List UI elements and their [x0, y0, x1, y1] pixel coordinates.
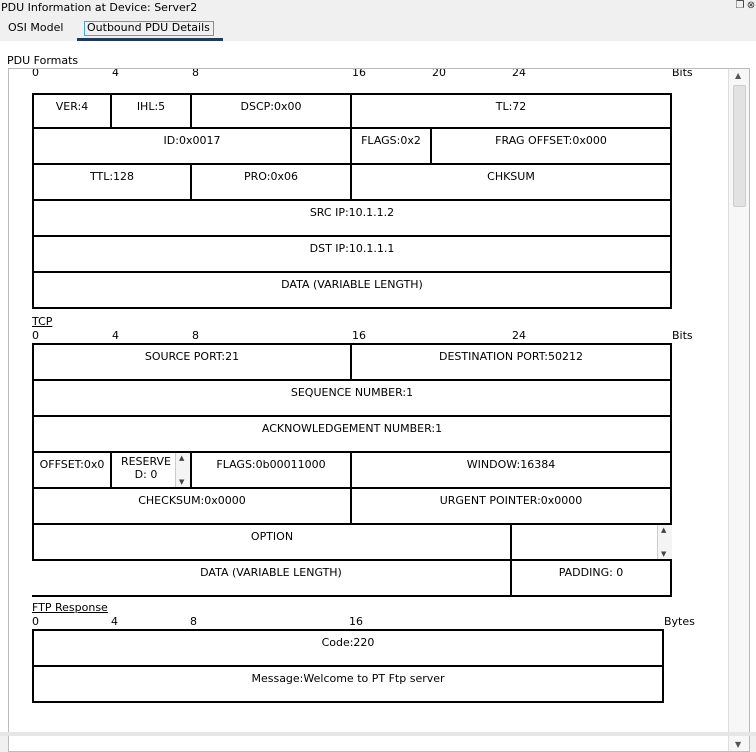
close-window-icon[interactable]: ⊗ [746, 0, 756, 11]
pdu-formats-scroll-area[interactable]: 0 4 8 16 20 24 Bits VER:4 IHL:5 DSCP:0x0… [8, 68, 750, 752]
ruler-tick: 20 [432, 69, 446, 79]
tcp-flags-field: FLAGS:0b00011000 [190, 451, 352, 489]
pdu-formats-title: PDU Formats [7, 54, 79, 67]
tcp-reserved-line2: D: 0 [134, 468, 158, 481]
ruler-tick: 0 [32, 615, 39, 628]
scroll-up-icon[interactable]: ▲ [179, 454, 185, 462]
tab-osi-model[interactable]: OSI Model [8, 18, 63, 38]
tcp-offset-field: OFFSET:0x0 [32, 451, 112, 489]
tcp-reserved-text: RESERVE D: 0 [114, 455, 178, 481]
tcp-option-field: OPTION [32, 523, 512, 561]
ip-dscp-field: DSCP:0x00 [190, 93, 352, 129]
ftp-message-field: Message:Welcome to PT Ftp server [32, 665, 664, 703]
title-bar: PDU Information at Device: Server2 ❐ ⊗ [0, 0, 756, 15]
ruler-unit: Bits [672, 329, 693, 342]
ip-protocol-field: PRO:0x06 [190, 163, 352, 201]
ruler-tick: 16 [352, 69, 366, 79]
ftp-section-label: FTP Response [32, 601, 108, 614]
ip-version-field: VER:4 [32, 93, 112, 129]
ruler-unit: Bits [672, 69, 693, 79]
ip-ihl-field: IHL:5 [110, 93, 192, 129]
restore-window-icon[interactable]: ❐ [735, 0, 745, 11]
ruler-tick: 0 [32, 329, 39, 342]
tcp-sequence-number-field: SEQUENCE NUMBER:1 [32, 379, 672, 417]
ruler-tick: 0 [32, 69, 39, 79]
tab-outbound-pdu-details-label: Outbound PDU Details [84, 21, 214, 36]
tab-osi-model-label: OSI Model [8, 21, 64, 34]
tcp-source-port-field: SOURCE PORT:21 [32, 343, 352, 381]
scroll-up-icon[interactable]: ▲ [661, 526, 667, 534]
ip-id-field: ID:0x0017 [32, 127, 352, 165]
ip-src-field: SRC IP:10.1.1.2 [32, 199, 672, 237]
tcp-reserved-field[interactable]: RESERVE D: 0 ▲ ▼ [110, 451, 192, 489]
selected-tab-indicator [77, 38, 223, 41]
pdu-formats-content: 0 4 8 16 20 24 Bits VER:4 IHL:5 DSCP:0x0… [9, 69, 721, 751]
tcp-reserved-scrollbar[interactable]: ▲ ▼ [175, 453, 190, 487]
ruler-tick: 16 [352, 329, 366, 342]
scroll-down-icon[interactable]: ▼ [661, 550, 667, 558]
ruler-tick: 4 [112, 329, 119, 342]
scroll-down-icon[interactable]: ▼ [735, 740, 742, 749]
tcp-checksum-field: CHECKSUM:0x0000 [32, 487, 352, 525]
ip-bit-ruler: 0 4 8 16 20 24 Bits [32, 69, 702, 79]
ip-frag-offset-field: FRAG OFFSET:0x000 [430, 127, 672, 165]
vertical-scrollbar[interactable]: ▲ ▼ [728, 69, 749, 751]
tcp-section-label: TCP [32, 315, 53, 328]
scrollbar-thumb[interactable] [733, 85, 746, 207]
ftp-byte-ruler: 0 4 8 16 Bytes [32, 615, 702, 628]
ruler-tick: 16 [349, 615, 363, 628]
ip-data-field: DATA (VARIABLE LENGTH) [32, 271, 672, 309]
tcp-ack-number-field: ACKNOWLEDGEMENT NUMBER:1 [32, 415, 672, 453]
window-title: PDU Information at Device: Server2 [1, 1, 198, 14]
tcp-option-extra-field[interactable]: ▲ ▼ [510, 523, 672, 561]
tcp-data-field: DATA (VARIABLE LENGTH) [32, 559, 512, 597]
ruler-tick: 4 [111, 615, 118, 628]
tcp-padding-field: PADDING: 0 [510, 559, 672, 597]
ruler-tick: 8 [192, 69, 199, 79]
tcp-reserved-line1: RESERVE [120, 455, 172, 468]
ip-ttl-field: TTL:128 [32, 163, 192, 201]
ruler-tick: 24 [512, 69, 526, 79]
scroll-up-icon[interactable]: ▲ [735, 71, 742, 80]
ruler-tick: 4 [112, 69, 119, 79]
tcp-option-scrollbar[interactable]: ▲ ▼ [657, 525, 672, 559]
ip-flags-field: FLAGS:0x2 [350, 127, 432, 165]
ip-dst-field: DST IP:10.1.1.1 [32, 235, 672, 273]
ruler-tick: 8 [190, 615, 197, 628]
ftp-code-field: Code:220 [32, 629, 664, 667]
tab-bar: OSI Model Outbound PDU Details [0, 18, 756, 41]
ip-total-length-field: TL:72 [350, 93, 672, 129]
ruler-unit: Bytes [664, 615, 695, 628]
ruler-tick: 24 [512, 329, 526, 342]
tcp-bit-ruler: 0 4 8 16 24 Bits [32, 329, 702, 342]
scroll-down-icon[interactable]: ▼ [179, 478, 185, 486]
tcp-destination-port-field: DESTINATION PORT:50212 [350, 343, 672, 381]
window-bottom-edge [0, 732, 756, 736]
ruler-tick: 8 [192, 329, 199, 342]
tab-outbound-pdu-details[interactable]: Outbound PDU Details [77, 18, 223, 41]
pdu-details-panel: PDU Formats 0 4 8 16 20 24 Bits VER:4 IH… [0, 41, 756, 752]
tcp-urgent-pointer-field: URGENT POINTER:0x0000 [350, 487, 672, 525]
ip-checksum-field: CHKSUM [350, 163, 672, 201]
tcp-window-field: WINDOW:16384 [350, 451, 672, 489]
